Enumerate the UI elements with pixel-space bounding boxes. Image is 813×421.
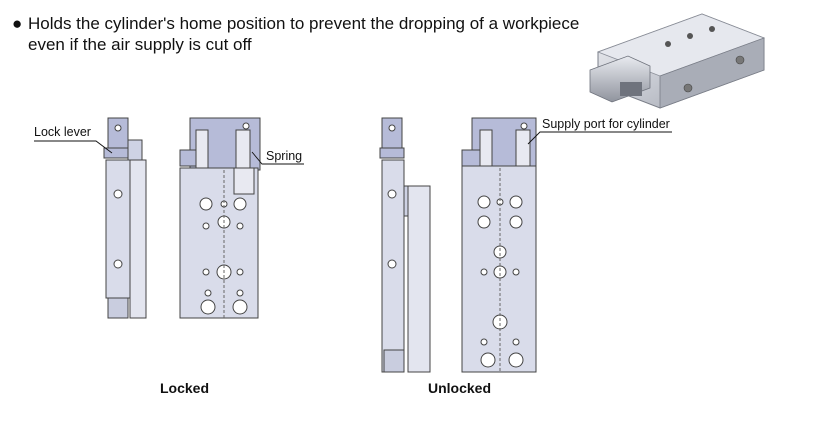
lock-lever-label: Lock lever <box>34 125 91 139</box>
unlocked-caption: Unlocked <box>428 380 491 396</box>
unlocked-front-view <box>461 117 537 373</box>
spring-leader <box>251 151 304 165</box>
supply-port-label: Supply port for cylinder <box>542 117 670 131</box>
headline-line-1: Holds the cylinder's home position to pr… <box>28 14 580 33</box>
headline-line-2: even if the air supply is cut off <box>28 35 252 54</box>
lock-lever-leader <box>34 140 113 154</box>
supply-port-leader <box>527 131 672 145</box>
headline: ● Holds the cylinder's home position to … <box>12 13 579 55</box>
product-photo <box>589 13 766 109</box>
locked-caption: Locked <box>160 380 209 396</box>
unlocked-side-view <box>379 117 431 373</box>
locked-side-view <box>103 117 147 319</box>
spring-label: Spring <box>266 149 302 163</box>
leader-lines <box>34 131 672 165</box>
bullet-icon: ● <box>12 14 23 33</box>
locked-front-view <box>179 117 261 319</box>
